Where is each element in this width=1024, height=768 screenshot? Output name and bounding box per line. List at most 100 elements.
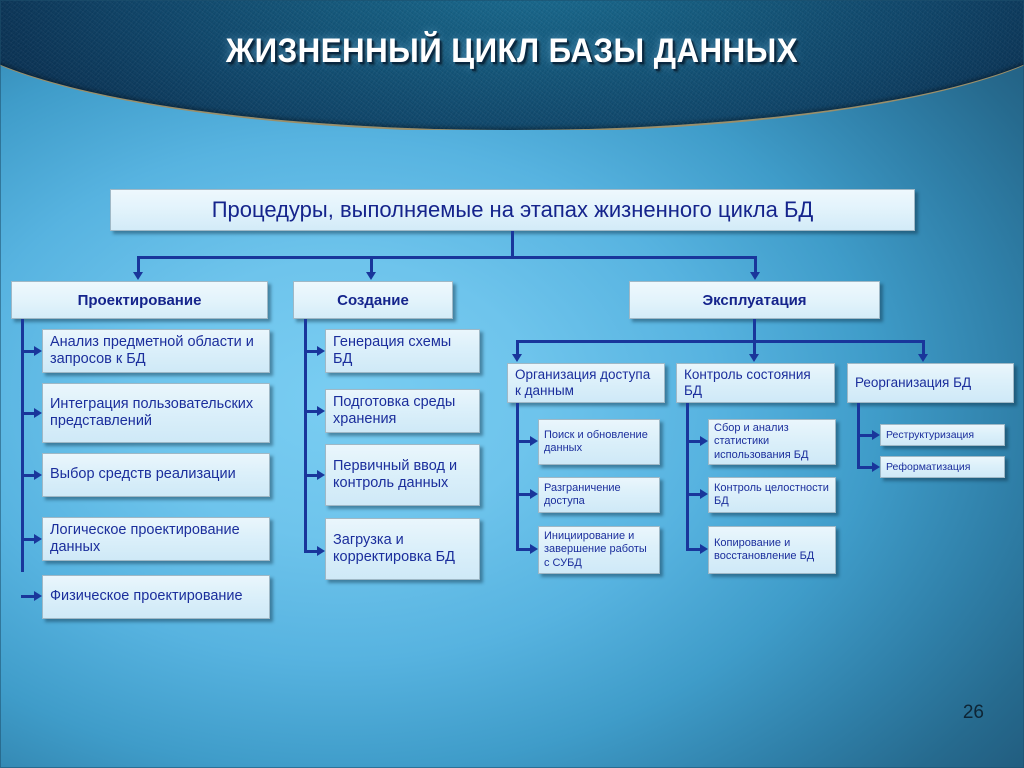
group-header-access-label: Организация доступа к данным <box>515 367 651 398</box>
leaf-control-1: Сбор и анализ статистики использования Б… <box>708 419 836 465</box>
arrow-right-reorg-1 <box>872 430 880 440</box>
arrow-right-control-1 <box>700 436 708 446</box>
connector-drop-operation <box>754 256 757 273</box>
connector-operation-spine <box>517 340 925 343</box>
leaf-access-1-label: Поиск и обновление данных <box>544 428 648 454</box>
stage-header-design-label: Проектирование <box>77 291 202 309</box>
connector-design-2 <box>21 412 35 415</box>
arrow-down-creation <box>366 272 376 280</box>
leaf-control-2: Контроль целостности БД <box>708 477 836 513</box>
arrow-right-access-1 <box>530 436 538 446</box>
header-banner-shape <box>0 0 1024 130</box>
connector-creation-2 <box>304 410 318 413</box>
connector-access-3 <box>516 548 531 551</box>
arrow-right-creation-4 <box>317 546 325 556</box>
group-header-control-label: Контроль состояния БД <box>684 367 811 398</box>
arrow-right-design-3 <box>34 470 42 480</box>
connector-control-1 <box>686 440 701 443</box>
arrow-right-design-5 <box>34 591 42 601</box>
item-creation-4: Загрузка и корректировка БД <box>325 518 480 580</box>
stage-header-design: Проектирование <box>11 281 268 319</box>
connector-reorg-1 <box>857 434 873 437</box>
item-design-4-label: Логическое проектирование данных <box>50 521 240 555</box>
item-design-5: Физическое проектирование <box>42 575 270 619</box>
connector-trunk-control <box>686 403 689 550</box>
connector-trunk-design <box>21 319 24 572</box>
connector-design-5 <box>21 595 35 598</box>
group-header-reorg-label: Реорганизация БД <box>855 375 972 391</box>
item-design-2: Интеграция пользовательских представлени… <box>42 383 270 443</box>
group-header-access: Организация доступа к данным <box>507 363 665 403</box>
connector-access-1 <box>516 440 531 443</box>
leaf-reorg-1-label: Реструктуризация <box>886 428 975 441</box>
leaf-control-3-label: Копирование и восстановление БД <box>714 536 815 562</box>
connector-trunk-creation <box>304 319 307 553</box>
root-box-label: Процедуры, выполняемые на этапах жизненн… <box>211 197 814 222</box>
arrow-right-creation-1 <box>317 346 325 356</box>
arrow-right-access-3 <box>530 544 538 554</box>
leaf-reorg-1: Реструктуризация <box>880 424 1005 446</box>
page-title: ЖИЗНЕННЫЙ ЦИКЛ БАЗЫ ДАННЫХ <box>225 32 799 70</box>
connector-creation-4 <box>304 550 318 553</box>
arrow-right-design-1 <box>34 346 42 356</box>
leaf-access-1: Поиск и обновление данных <box>538 419 660 465</box>
leaf-access-2-label: Разграничение доступа <box>544 481 621 507</box>
item-design-1-label: Анализ предметной области и запросов к Б… <box>50 333 254 367</box>
item-design-5-label: Физическое проектирование <box>50 588 243 605</box>
item-design-3: Выбор средств реализации <box>42 453 270 497</box>
stage-header-operation: Эксплуатация <box>629 281 880 319</box>
arrow-right-creation-2 <box>317 406 325 416</box>
item-creation-1-label: Генерация схемы БД <box>333 333 452 367</box>
leaf-reorg-2-label: Реформатизация <box>886 460 971 473</box>
connector-creation-1 <box>304 350 318 353</box>
slide-header: ЖИЗНЕННЫЙ ЦИКЛ БАЗЫ ДАННЫХ <box>0 0 1024 130</box>
connector-trunk-access <box>516 403 519 550</box>
arrow-right-creation-3 <box>317 470 325 480</box>
connector-drop-group-3 <box>922 340 925 355</box>
connector-drop-group-1 <box>516 340 519 355</box>
connector-drop-design <box>137 256 140 273</box>
item-design-2-label: Интеграция пользовательских представлени… <box>50 395 254 429</box>
connector-reorg-2 <box>857 466 873 469</box>
arrow-right-control-3 <box>700 544 708 554</box>
connector-control-2 <box>686 493 701 496</box>
arrow-down-operation <box>750 272 760 280</box>
group-header-control: Контроль состояния БД <box>676 363 835 403</box>
leaf-access-3: Инициирование и завершение работы с СУБД <box>538 526 660 574</box>
connector-root-spine <box>138 256 757 259</box>
connector-access-2 <box>516 493 531 496</box>
arrow-down-design <box>133 272 143 280</box>
leaf-access-2: Разграничение доступа <box>538 477 660 513</box>
connector-drop-creation <box>370 256 373 273</box>
item-design-3-label: Выбор средств реализации <box>50 466 236 483</box>
group-header-reorg: Реорганизация БД <box>847 363 1014 403</box>
item-creation-4-label: Загрузка и корректировка БД <box>333 531 455 565</box>
leaf-control-3: Копирование и восстановление БД <box>708 526 836 574</box>
item-design-1: Анализ предметной области и запросов к Б… <box>42 329 270 373</box>
connector-design-1 <box>21 350 35 353</box>
arrow-down-group-3 <box>918 354 928 362</box>
stage-header-creation-label: Создание <box>337 291 409 309</box>
leaf-reorg-2: Реформатизация <box>880 456 1005 478</box>
item-creation-2: Подготовка среды хранения <box>325 389 480 433</box>
connector-design-3 <box>21 474 35 477</box>
item-creation-2-label: Подготовка среды хранения <box>333 393 456 427</box>
arrow-right-design-2 <box>34 408 42 418</box>
arrow-down-group-1 <box>512 354 522 362</box>
arrow-down-group-2 <box>749 354 759 362</box>
leaf-control-2-label: Контроль целостности БД <box>714 481 829 507</box>
leaf-control-1-label: Сбор и анализ статистики использования Б… <box>714 421 809 461</box>
connector-drop-group-2 <box>753 340 756 355</box>
root-box: Процедуры, выполняемые на этапах жизненн… <box>110 189 915 231</box>
item-creation-1: Генерация схемы БД <box>325 329 480 373</box>
connector-control-3 <box>686 548 701 551</box>
connector-design-4 <box>21 538 35 541</box>
connector-creation-3 <box>304 474 318 477</box>
arrow-right-access-2 <box>530 489 538 499</box>
stage-header-operation-label: Эксплуатация <box>702 291 807 309</box>
arrow-right-control-2 <box>700 489 708 499</box>
stage-header-creation: Создание <box>293 281 453 319</box>
item-creation-3: Первичный ввод и контроль данных <box>325 444 480 506</box>
connector-operation-trunk <box>753 319 756 342</box>
